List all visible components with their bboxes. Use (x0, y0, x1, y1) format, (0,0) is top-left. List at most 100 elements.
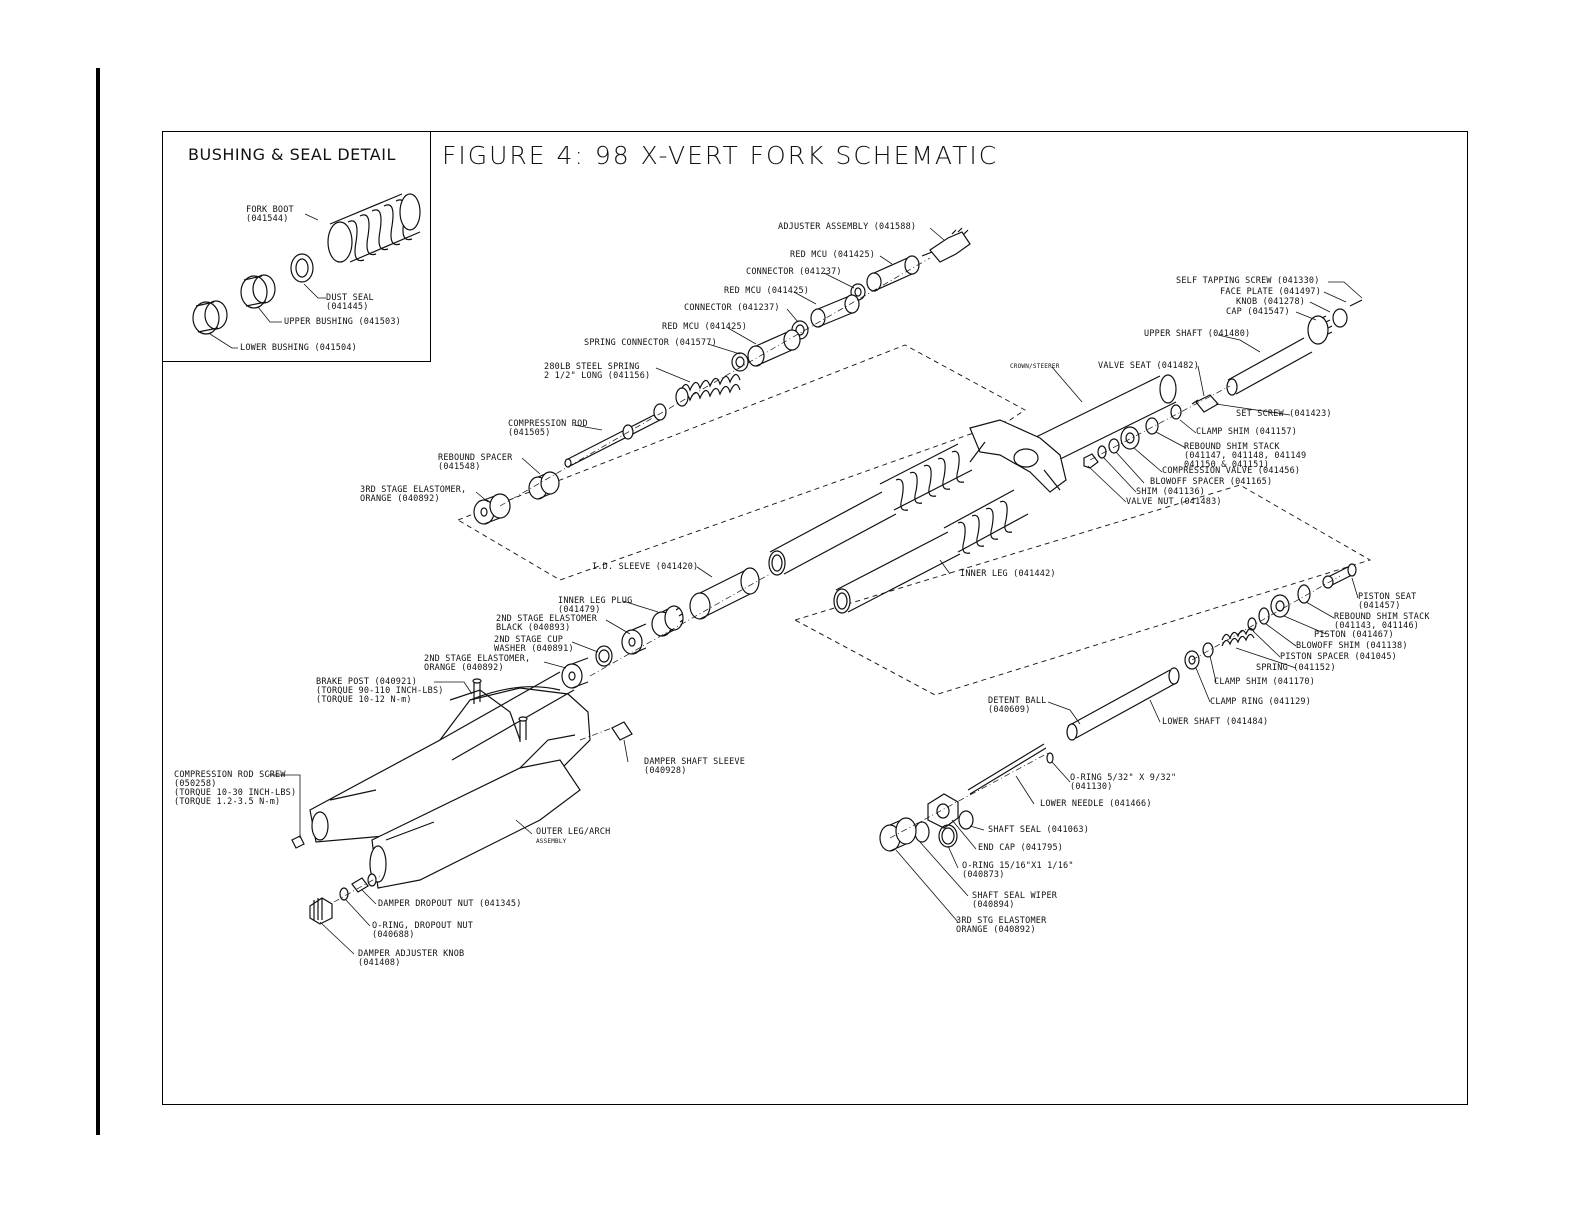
label-2nd-stage-cup-washer: 2ND STAGE CUP WASHER (040891) (494, 635, 574, 654)
blowoff-shim-part (1258, 607, 1270, 625)
compression-valve-part (1120, 426, 1140, 450)
label-connector-1: CONNECTOR (041237) (746, 267, 842, 277)
label-blowoff-spacer: BLOWOFF SPACER (041165) (1150, 477, 1273, 487)
label-rebound-spacer: REBOUND SPACER (041548) (438, 453, 513, 472)
label-compression-valve: COMPRESSION VALVE (041456) (1162, 466, 1301, 476)
label-spring: SPRING (041152) (1256, 663, 1336, 673)
label-piston: PISTON (041467) (1314, 630, 1394, 640)
label-damper-dropout-nut: DAMPER DROPOUT NUT (041345) (378, 899, 522, 909)
label-shaft-seal-wiper: SHAFT SEAL WIPER (040894) (972, 891, 1058, 910)
red-mcu-2-part (810, 294, 860, 328)
lower-shaft-part (1066, 667, 1180, 741)
label-set-screw: SET SCREW (041423) (1236, 409, 1332, 419)
inner-leg-upper-part (768, 491, 897, 576)
label-crown-steerer: CROWN/STEERER (1010, 363, 1060, 370)
label-steel-spring: 280LB STEEL SPRING 2 1/2" LONG (041156) (544, 362, 651, 381)
label-piston-spacer: PISTON SPACER (041045) (1280, 652, 1397, 662)
label-outer-leg-assembly: ASSEMBLY (536, 838, 567, 845)
label-red-mcu-1: RED MCU (041425) (790, 250, 876, 260)
label-knob: KNOB (041278) (1236, 297, 1306, 307)
label-2nd-stage-elastomer-orange: 2ND STAGE ELASTOMER, ORANGE (040892) (424, 654, 531, 673)
label-shaft-seal: SHAFT SEAL (041063) (988, 825, 1090, 835)
inner-leg-part (833, 531, 961, 614)
damper-dropout-nut-part (351, 873, 377, 893)
end-cap-part (927, 793, 959, 829)
label-piston-seat: PISTON SEAT (041457) (1358, 592, 1417, 611)
label-o-ring-small: O-RING 5/32" X 9/32" (041130) (1070, 773, 1177, 792)
label-upper-shaft: UPPER SHAFT (041480) (1144, 329, 1251, 339)
label-valve-nut: VALVE NUT (041483) (1126, 497, 1222, 507)
id-sleeve-part (689, 567, 760, 620)
upper-damper-group-outline (456, 344, 1026, 581)
figure-title: FIGURE 4: 98 X-VERT FORK SCHEMATIC (442, 141, 999, 170)
label-dust-seal: DUST SEAL (041445) (326, 293, 374, 312)
label-end-cap: END CAP (041795) (978, 843, 1064, 853)
spring-part (1221, 627, 1255, 647)
3rd-stage-elastomer-b-part (879, 817, 917, 852)
label-adjuster-assembly: ADJUSTER ASSEMBLY (041588) (778, 222, 917, 232)
label-valve-seat: VALVE SEAT (041482) (1098, 361, 1200, 371)
label-id-sleeve: I.D. SLEEVE (041420) (592, 562, 699, 572)
clamp-shim-2-part (1202, 642, 1214, 658)
label-rebound-shim-stack-1: REBOUND SHIM STACK (041147, 041148, 0411… (1184, 442, 1307, 470)
steerer-tube-part (1029, 374, 1177, 467)
label-fork-boot: FORK BOOT (041544) (246, 205, 294, 224)
label-o-ring-dropout-nut: O-RING, DROPOUT NUT (040688) (372, 921, 474, 940)
label-inner-leg: INNER LEG (041442) (960, 569, 1056, 579)
2nd-stage-elastomer-black-part (621, 623, 647, 655)
o-ring-small-part (1046, 752, 1054, 764)
label-compression-rod: COMPRESSION ROD (041505) (508, 419, 588, 438)
lower-needle-part (967, 743, 1047, 795)
steel-spring-part (675, 373, 741, 407)
label-3rd-stage-elastomer: 3RD STAGE ELASTOMER, ORANGE (040892) (360, 485, 467, 504)
label-detent-ball: DETENT BALL (040609) (988, 696, 1047, 715)
label-inner-leg-plug: INNER LEG PLUG (041479) (558, 596, 633, 615)
fork-boot-part (327, 193, 421, 263)
compression-rod-screw-part (291, 835, 305, 849)
piston-part (1270, 594, 1290, 618)
label-clamp-ring: CLAMP RING (041129) (1210, 697, 1312, 707)
adjuster-assembly-part (921, 227, 971, 263)
label-brake-post: BRAKE POST (040921) (TORQUE 90-110 INCH-… (316, 677, 444, 705)
lower-boot-part (943, 489, 1029, 554)
drawing-frame (162, 131, 1468, 1105)
label-damper-adjuster-knob: DAMPER ADJUSTER KNOB (041408) (358, 949, 465, 968)
label-clamp-shim-2: CLAMP SHIM (041170) (1214, 677, 1316, 687)
lower-bushing-part (192, 300, 228, 335)
upper-boot-part (879, 443, 973, 511)
label-self-tapping-screw: SELF TAPPING SCREW (041330) (1176, 276, 1320, 286)
upper-bushing-part (240, 274, 276, 309)
alignment-lines (333, 257, 1341, 903)
valve-seat-part (1191, 394, 1219, 413)
label-lower-bushing: LOWER BUSHING (041504) (240, 343, 357, 353)
cap-and-knob-part (1307, 299, 1363, 345)
o-ring-large-part (938, 824, 958, 848)
damper-shaft-sleeve-part (611, 721, 633, 741)
valve-nut-part (1083, 453, 1099, 469)
brake-post-part (472, 678, 528, 742)
rebound-spacer-part (528, 471, 560, 500)
label-lower-needle: LOWER NEEDLE (041466) (1040, 799, 1152, 809)
label-red-mcu-2: RED MCU (041425) (724, 286, 810, 296)
label-damper-shaft-sleeve: DAMPER SHAFT SLEEVE (040928) (644, 757, 746, 776)
3rd-stage-elastomer-part (473, 493, 511, 525)
rebound-shim-stack-2-part (1297, 584, 1311, 604)
dust-seal-part (290, 253, 314, 283)
label-shim: SHIM (041136) (1136, 487, 1206, 497)
2nd-stage-elastomer-orange-part (561, 657, 589, 689)
label-outer-leg-arch: OUTER LEG/ARCH (536, 827, 611, 837)
lower-damper-group-outline (793, 484, 1372, 696)
label-2nd-stage-elastomer-black: 2ND STAGE ELASTOMER BLACK (040893) (496, 614, 598, 633)
shaft-seal-wiper-part (914, 821, 930, 843)
label-spring-connector: SPRING CONNECTOR (041577) (584, 338, 717, 348)
detail-leader-lines (209, 213, 326, 349)
label-cap: CAP (041547) (1226, 307, 1290, 317)
label-blowoff-shim: BLOWOFF SHIM (041138) (1296, 641, 1408, 651)
page-margin-bar (96, 68, 100, 1135)
label-3rd-stg-elastomer: 3RD STG ELASTOMER ORANGE (040892) (956, 916, 1047, 935)
label-compression-rod-screw: COMPRESSION ROD SCREW (050258) (TORQUE 1… (174, 770, 297, 807)
inner-leg-plug-part (651, 605, 684, 637)
label-connector-2: CONNECTOR (041237) (684, 303, 780, 313)
upper-shaft-part (1226, 337, 1313, 396)
